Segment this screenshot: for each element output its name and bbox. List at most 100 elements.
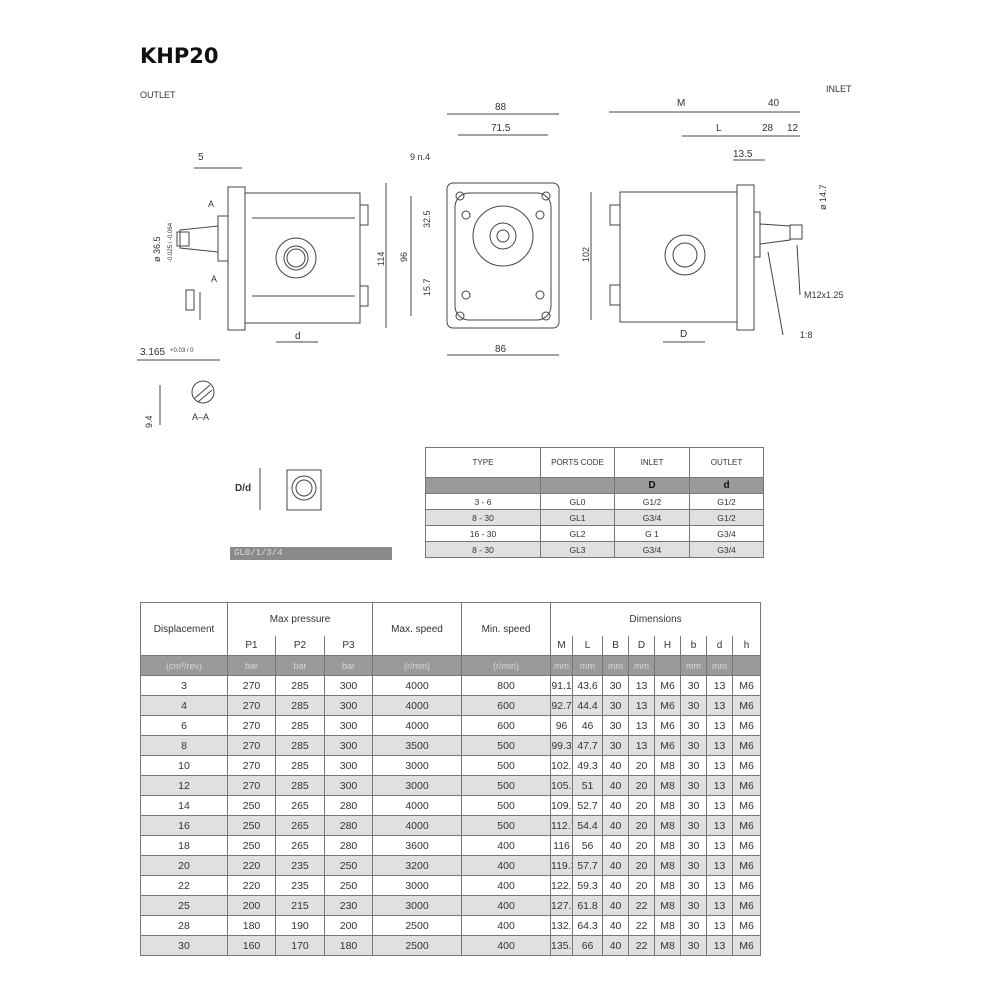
table-cell: M6: [732, 775, 762, 796]
table-cell: 200: [227, 895, 276, 916]
dim-96: 96: [399, 252, 409, 262]
dim-m: M: [677, 98, 685, 109]
specifications-table: Displacement Max pressure Max. speed Min…: [140, 602, 762, 956]
ports-code-bar: GL0/1/3/4: [230, 547, 392, 560]
dim-13-5: 13.5: [733, 149, 753, 160]
table-cell: 12: [140, 775, 228, 796]
dim-28: 28: [762, 123, 774, 134]
table-cell: 40: [602, 915, 630, 936]
ports-cell: G1/2: [689, 509, 764, 526]
dim-diameter-14-7: ø 14.7: [818, 184, 828, 210]
table-cell: 3200: [372, 855, 463, 876]
table-cell: M6: [732, 835, 762, 856]
table-cell: 400: [461, 895, 552, 916]
table-cell: 30: [680, 675, 708, 696]
table-cell: M6: [654, 715, 682, 736]
dim-key-width: 3.165: [140, 347, 165, 358]
table-cell: 300: [323, 735, 374, 756]
table-cell: 13: [706, 675, 734, 696]
table-cell: 3000: [372, 875, 463, 896]
table-cell: 30: [680, 795, 708, 816]
table-cell: 30: [680, 875, 708, 896]
table-cell: 220: [227, 855, 276, 876]
dim-102: 102: [581, 247, 591, 262]
table-cell: 30: [680, 715, 708, 736]
table-cell: 30: [602, 735, 630, 756]
header-dim-B: B: [602, 635, 630, 656]
table-cell: 500: [461, 755, 552, 776]
dim-5: 5: [198, 152, 204, 163]
table-cell: 13: [706, 735, 734, 756]
table-cell: M8: [654, 875, 682, 896]
table-cell: 270: [227, 675, 276, 696]
unit-cell: mm: [602, 655, 630, 676]
table-cell: 96: [550, 715, 574, 736]
table-cell: 280: [323, 815, 374, 836]
ports-cell: GL1: [540, 509, 615, 526]
table-cell: 64.3: [572, 915, 604, 936]
ports-cell: 8 - 30: [425, 509, 541, 526]
table-cell: 20: [628, 815, 656, 836]
dim-15-7: 15.7: [422, 278, 432, 296]
ports-header-cell: INLET: [614, 447, 690, 478]
table-cell: 132.6: [550, 915, 574, 936]
dim-shaft-diameter: ø 36.5: [152, 236, 162, 262]
table-cell: 13: [706, 775, 734, 796]
table-cell: 300: [323, 715, 374, 736]
table-cell: 13: [706, 895, 734, 916]
table-cell: 30: [680, 915, 708, 936]
table-cell: 190: [275, 915, 325, 936]
pump-technical-drawing: OUTLET INLET 5 A A ø 36.5 -0.025 / -0.06…: [137, 84, 852, 428]
table-cell: 30: [602, 715, 630, 736]
ports-subheader-cell: [425, 477, 541, 494]
ports-cell: G3/4: [689, 525, 764, 542]
table-cell: 265: [275, 815, 325, 836]
table-cell: 14: [140, 795, 228, 816]
table-cell: 13: [628, 735, 656, 756]
table-cell: 20: [628, 775, 656, 796]
unit-cell: (r/min): [461, 655, 552, 676]
table-cell: 600: [461, 715, 552, 736]
table-cell: 13: [628, 675, 656, 696]
header-dim-M: M: [550, 635, 574, 656]
table-cell: 13: [706, 855, 734, 876]
table-cell: 57.7: [572, 855, 604, 876]
table-cell: 4000: [372, 695, 463, 716]
table-cell: 52.7: [572, 795, 604, 816]
dim-key-height: 9.4: [144, 415, 154, 428]
header-min-speed: Min. speed: [461, 602, 552, 656]
dim-key-tolerance: +0.03 / 0: [170, 348, 194, 354]
table-cell: 20: [140, 855, 228, 876]
table-cell: 3500: [372, 735, 463, 756]
table-cell: 285: [275, 695, 325, 716]
table-cell: 4000: [372, 675, 463, 696]
header-pressure-p1: P1: [227, 635, 276, 656]
unit-cell: mm: [706, 655, 734, 676]
table-cell: 3: [140, 675, 228, 696]
table-cell: 10: [140, 755, 228, 776]
table-cell: 30: [680, 755, 708, 776]
table-cell: 230: [323, 895, 374, 916]
table-cell: M8: [654, 935, 682, 956]
section-mark-a-bottom: A: [211, 274, 217, 284]
table-cell: 20: [628, 795, 656, 816]
table-cell: 30: [602, 675, 630, 696]
table-cell: 235: [275, 875, 325, 896]
table-cell: 250: [323, 855, 374, 876]
table-cell: 300: [323, 695, 374, 716]
table-cell: 30: [602, 695, 630, 716]
table-cell: 250: [227, 835, 276, 856]
unit-cell: mm: [680, 655, 708, 676]
table-cell: 92.7: [550, 695, 574, 716]
header-displacement: Displacement: [140, 602, 228, 656]
unit-cell: bar: [275, 655, 325, 676]
